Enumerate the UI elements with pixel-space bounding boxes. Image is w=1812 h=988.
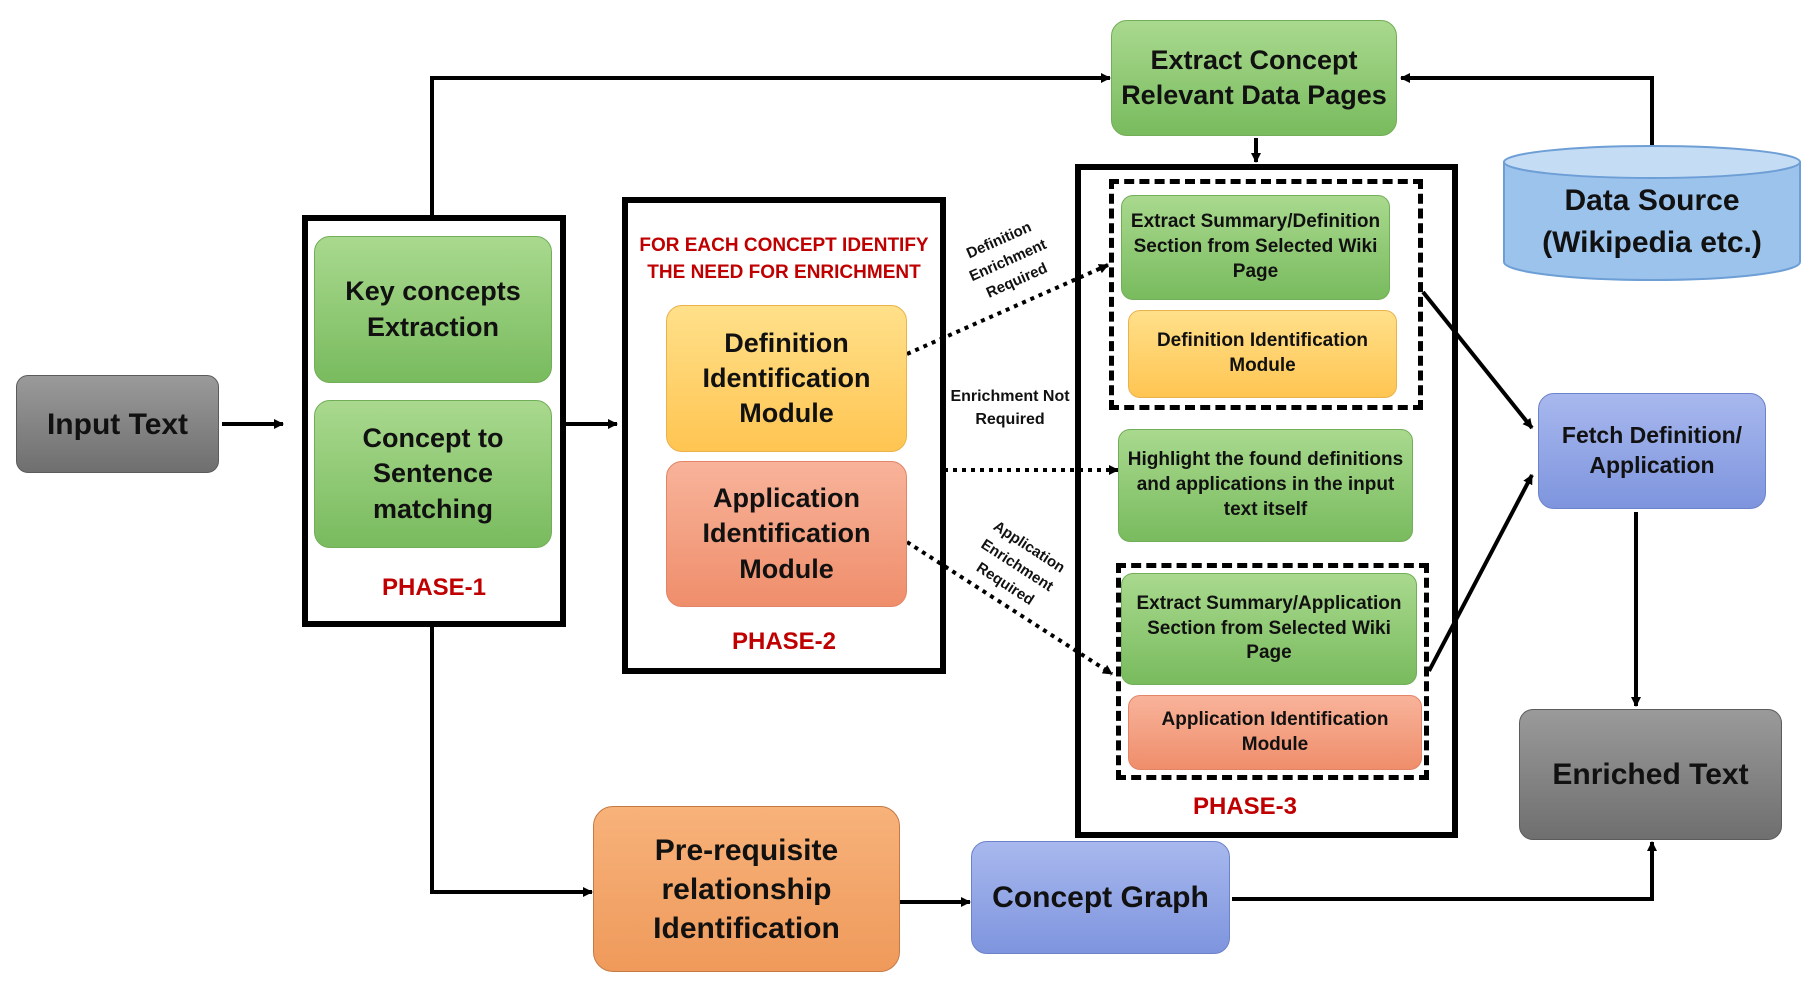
arrow-definition-section-to-fetch [1421,290,1534,430]
arrow-application-section-to-fetch [1427,474,1534,672]
arrow-concept-graph-to-enriched-text [1232,841,1657,901]
highlight-definitions-box: Highlight the found definitions and appl… [1118,429,1413,542]
phase2-label: PHASE-2 [731,628,837,655]
arrow-phase1-to-prerequisite [430,626,593,897]
extract-concept-relevant-pages-box: Extract Concept Relevant Data Pages [1111,20,1397,136]
concept-to-sentence-matching-box: Concept to Sentence matching [314,400,552,548]
label-enrichment-not-required: Enrichment Not Required [950,388,1070,429]
extract-summary-application-box: Extract Summary/Application Section from… [1121,573,1417,685]
arrow-datasource-to-extract-pages [1400,73,1654,148]
phase1-frame [302,215,566,627]
data-source-label: Data Source (Wikipedia etc.) [1542,184,1762,259]
phase3-application-module-box: Application Identification Module [1128,695,1422,770]
phase2-frame [622,197,946,674]
phase2-instruction: FOR EACH CONCEPT IDENTIFY THE NEED FOR E… [639,235,929,283]
concept-graph-box: Concept Graph [971,841,1230,954]
input-text-box: Input Text [16,375,219,473]
definition-identification-module-box: Definition Identification Module [666,305,907,452]
application-dashed-group [1116,563,1429,780]
fetch-definition-application-box: Fetch Definition/ Application [1538,393,1766,509]
phase3-label: PHASE-3 [1192,793,1298,820]
extract-summary-definition-box: Extract Summary/Definition Section from … [1121,195,1390,300]
definition-dashed-group [1109,179,1423,410]
phase3-frame [1075,164,1458,838]
application-identification-module-box: Application Identification Module [666,461,907,607]
phase1-label: PHASE-1 [381,574,487,601]
data-source-cylinder [1503,145,1801,281]
prerequisite-relationship-box: Pre-requisite relationship Identificatio… [593,806,900,972]
enriched-text-box: Enriched Text [1519,709,1782,840]
phase3-definition-module-box: Definition Identification Module [1128,310,1397,398]
arrow-phase1-to-extract-pages [430,73,1111,215]
key-concepts-extraction-box: Key concepts Extraction [314,236,552,383]
